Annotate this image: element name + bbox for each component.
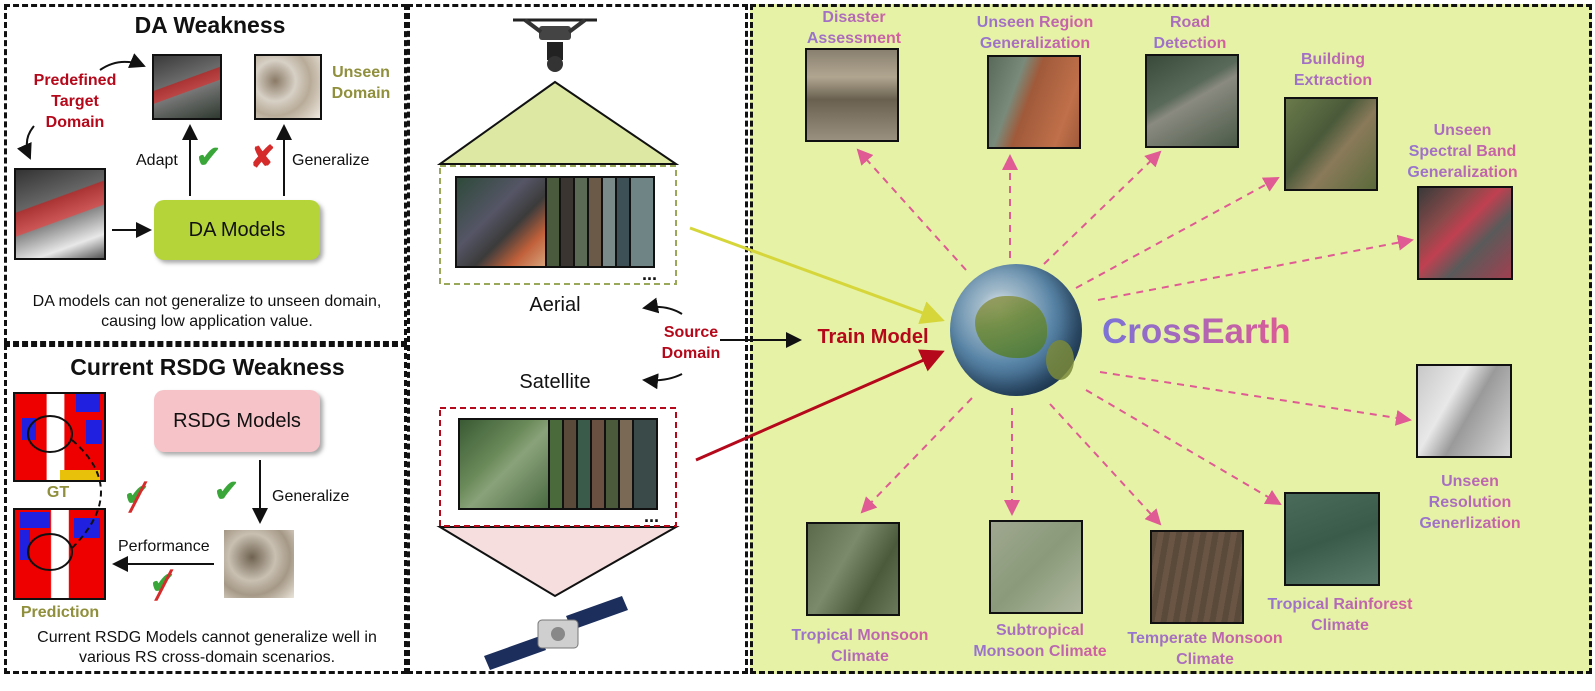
satellite-label: Satellite [519,371,591,393]
rsdg-caption: Current RSDG Models cannot generalize we… [37,629,377,666]
check-cross-icon: ╱ [130,482,146,512]
gt-blue-patch [76,394,100,412]
check-icon: ✔ [214,475,240,508]
disaster-image [805,48,899,142]
crossearth-brand: CrossEarth [1102,312,1291,351]
aerial-image-strip [629,176,655,268]
da-models-box: DA Models [154,200,320,260]
aerial-image-stack [455,176,655,268]
aerial-image-main [455,176,547,268]
tropical-monsoon-label: Tropical Monsoon Climate [770,625,950,667]
globe-land [1046,340,1074,380]
train-model-label: Train Model [817,326,929,348]
source-domain-image [14,168,106,260]
gt-label: GT [46,484,70,501]
spectral-label: Unseen Spectral Band Generalization [1390,120,1535,183]
aerial-label: Aerial [529,294,581,316]
gt-blue-patch [86,420,102,444]
check-cross-icon: ╱ [156,570,172,600]
satellite-image-main [458,418,550,510]
road-image [1145,54,1239,148]
globe-land [975,296,1047,358]
aerial-ellipsis: ... [642,264,658,284]
performance-label: Performance [118,538,210,555]
gt-yellow-patch [60,470,100,480]
temperate-image [1150,530,1244,624]
check-cross-icon: ✔ [124,479,150,512]
prediction-blue-patch [20,512,50,528]
source-domain-label: Source Domain [661,324,721,362]
unseen-domain-image [254,54,322,120]
resolution-label: Unseen Resolution Generlization [1400,471,1540,534]
drone-icon [505,14,605,78]
disaster-label: Disaster Assessment [790,7,918,49]
building-image [1284,97,1378,191]
prediction-blue-patch [74,518,100,538]
building-label: Building Extraction [1270,49,1396,91]
unseen-domain-image-rsdg [224,530,294,598]
rsdg-weakness-panel [4,344,407,674]
unseen-region-image [987,55,1081,149]
adapt-label: Adapt [136,152,178,169]
spectral-image [1417,186,1513,280]
da-caption: DA models can not generalize to unseen d… [32,293,382,330]
target-domain-image [152,54,222,120]
prediction-blue-patch [20,530,30,560]
satellite-icon [480,596,630,670]
satellite-ellipsis: ... [644,506,660,526]
satellite-image-strip [632,418,658,510]
temperate-label: Temperate Monsoon Climate [1110,628,1300,670]
check-icon: ✔ [196,141,222,174]
subtropical-image [989,520,1083,614]
predefined-target-label: Predefined Target Domain [33,72,117,131]
rainforest-image [1284,492,1380,586]
gt-blue-patch [22,418,36,440]
check-cross-icon: ✔ [150,567,176,600]
prediction-label: Prediction [20,604,100,621]
rainforest-label: Tropical Rainforest Climate [1250,594,1430,636]
da-title: DA Weakness [134,12,286,38]
generalize-label-rsdg: Generalize [272,488,350,505]
generalize-label-da: Generalize [292,152,370,169]
cross-icon: ✘ [250,141,276,174]
rsdg-title: Current RSDG Weakness [70,354,345,380]
rsdg-models-box: RSDG Models [154,390,320,452]
road-label: Road Detection [1140,12,1240,54]
satellite-image-stack [458,418,658,510]
unseen-region-label: Unseen Region Generalization [960,12,1110,54]
resolution-image [1416,364,1512,458]
unseen-domain-label: Unseen Domain [331,64,391,102]
da-weakness-panel [4,4,407,344]
subtropical-label: Subtropical Monsoon Climate [950,620,1130,662]
tropical-monsoon-image [806,522,900,616]
